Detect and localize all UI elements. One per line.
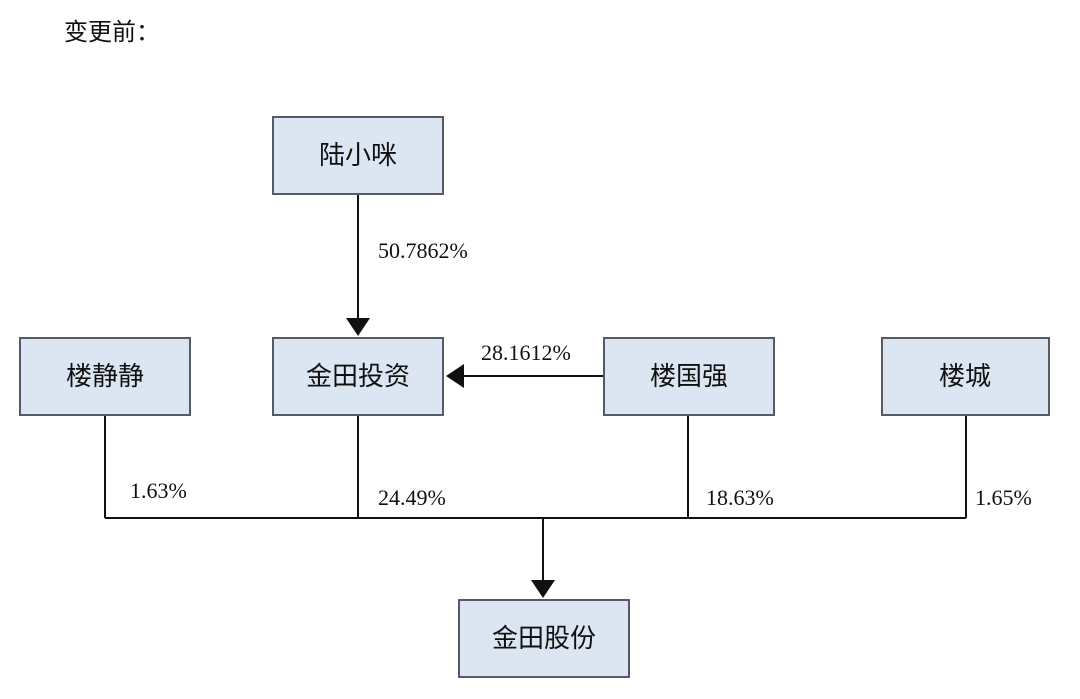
node-lou-cheng [881,337,1050,416]
node-jintian-gufen [458,599,630,678]
arrowhead-jintian-gufen [531,580,555,598]
node-lu-xiaomi [272,116,444,195]
node-label-lou-cheng: 楼城 [939,362,991,392]
node-label-lou-guoqiang: 楼国强 [650,362,728,392]
pct-label-lou-cheng-to-jintian-gufen: 1.65% [975,485,1032,510]
pct-label-lu-xiaomi-to-jintian-touzi: 50.7862% [378,238,468,263]
node-lou-guoqiang [603,337,775,416]
arrowhead-lou-guoqiang-edge [446,364,464,388]
pct-label-lou-guoqiang-to-jintian-touzi: 28.1612% [481,340,571,365]
node-label-lou-jingjing: 楼静静 [66,362,144,392]
heading-before-change: 变更前： [64,18,160,46]
pct-label-lou-guoqiang-to-jintian-gufen: 18.63% [706,485,774,510]
node-lou-jingjing [19,337,191,416]
node-label-jintian-touzi: 金田投资 [306,362,410,392]
arrowhead-lu-xiaomi-edge [346,318,370,336]
pct-label-lou-jingjing-to-jintian-gufen: 1.63% [130,478,187,503]
node-jintian-touzi [272,337,444,416]
node-label-lu-xiaomi: 陆小咪 [319,141,397,171]
pct-label-jintian-touzi-to-jintian-gufen: 24.49% [378,485,446,510]
node-label-jintian-gufen: 金田股份 [492,624,596,654]
